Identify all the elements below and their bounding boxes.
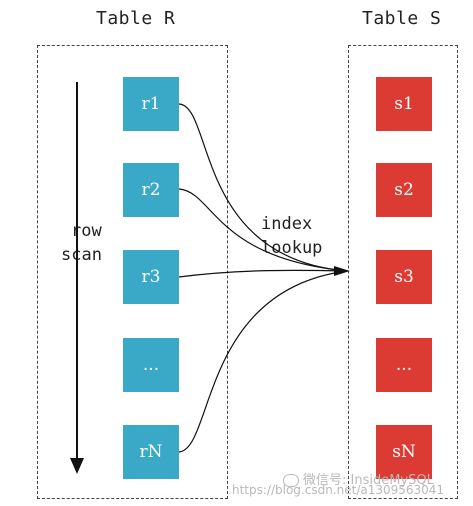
table-r-row-1-label: r1 bbox=[141, 94, 161, 114]
table-s-row-ellipsis: ... bbox=[376, 338, 432, 392]
index-lookup-line-2: lookup bbox=[261, 238, 323, 258]
row-scan-arrowhead-icon bbox=[70, 458, 84, 474]
index-lookup-line-1: index bbox=[261, 214, 313, 234]
wechat-icon bbox=[283, 474, 299, 487]
row-scan-label: row scan bbox=[61, 219, 102, 267]
table-s-row-ellipsis-label: ... bbox=[395, 355, 413, 375]
row-scan-line-1: row bbox=[71, 221, 102, 241]
table-s-frame bbox=[348, 45, 458, 499]
table-r-title: Table R bbox=[96, 8, 176, 29]
table-s-row-3: s3 bbox=[376, 250, 432, 304]
table-r-row-ellipsis-label: ... bbox=[142, 355, 160, 375]
table-r-row-2: r2 bbox=[123, 163, 179, 217]
lookup-curve-r1 bbox=[178, 103, 348, 272]
table-s-row-1-label: s1 bbox=[394, 94, 414, 114]
table-r-row-n-label: rN bbox=[139, 442, 163, 462]
lookup-curve-r3 bbox=[178, 269, 348, 278]
watermark-wechat-text: 微信号: InsideMySQL bbox=[303, 473, 434, 488]
table-s-row-n: sN bbox=[376, 425, 432, 479]
table-r-row-1: r1 bbox=[123, 77, 179, 131]
table-r-row-2-label: r2 bbox=[141, 180, 161, 200]
lookup-curve-rn bbox=[178, 270, 348, 453]
table-s-row-n-label: sN bbox=[392, 442, 416, 462]
table-r-row-n: rN bbox=[123, 425, 179, 479]
table-s-row-1: s1 bbox=[376, 77, 432, 131]
lookup-arrowhead-icon bbox=[334, 266, 350, 276]
watermark-url: https://blog.csdn.net/a1309563041 bbox=[232, 483, 445, 497]
watermark-wechat: 微信号: InsideMySQL bbox=[283, 469, 434, 488]
table-s-row-3-label: s3 bbox=[394, 267, 414, 287]
table-s-row-2-label: s2 bbox=[394, 180, 414, 200]
table-s-title: Table S bbox=[362, 8, 442, 29]
table-r-row-3-label: r3 bbox=[141, 267, 161, 287]
index-lookup-label: index lookup bbox=[261, 212, 322, 260]
table-s-row-2: s2 bbox=[376, 163, 432, 217]
table-r-row-ellipsis: ... bbox=[123, 338, 179, 392]
row-scan-line-2: scan bbox=[61, 245, 102, 265]
lookup-curve-r2 bbox=[178, 188, 348, 272]
table-r-row-3: r3 bbox=[123, 250, 179, 304]
